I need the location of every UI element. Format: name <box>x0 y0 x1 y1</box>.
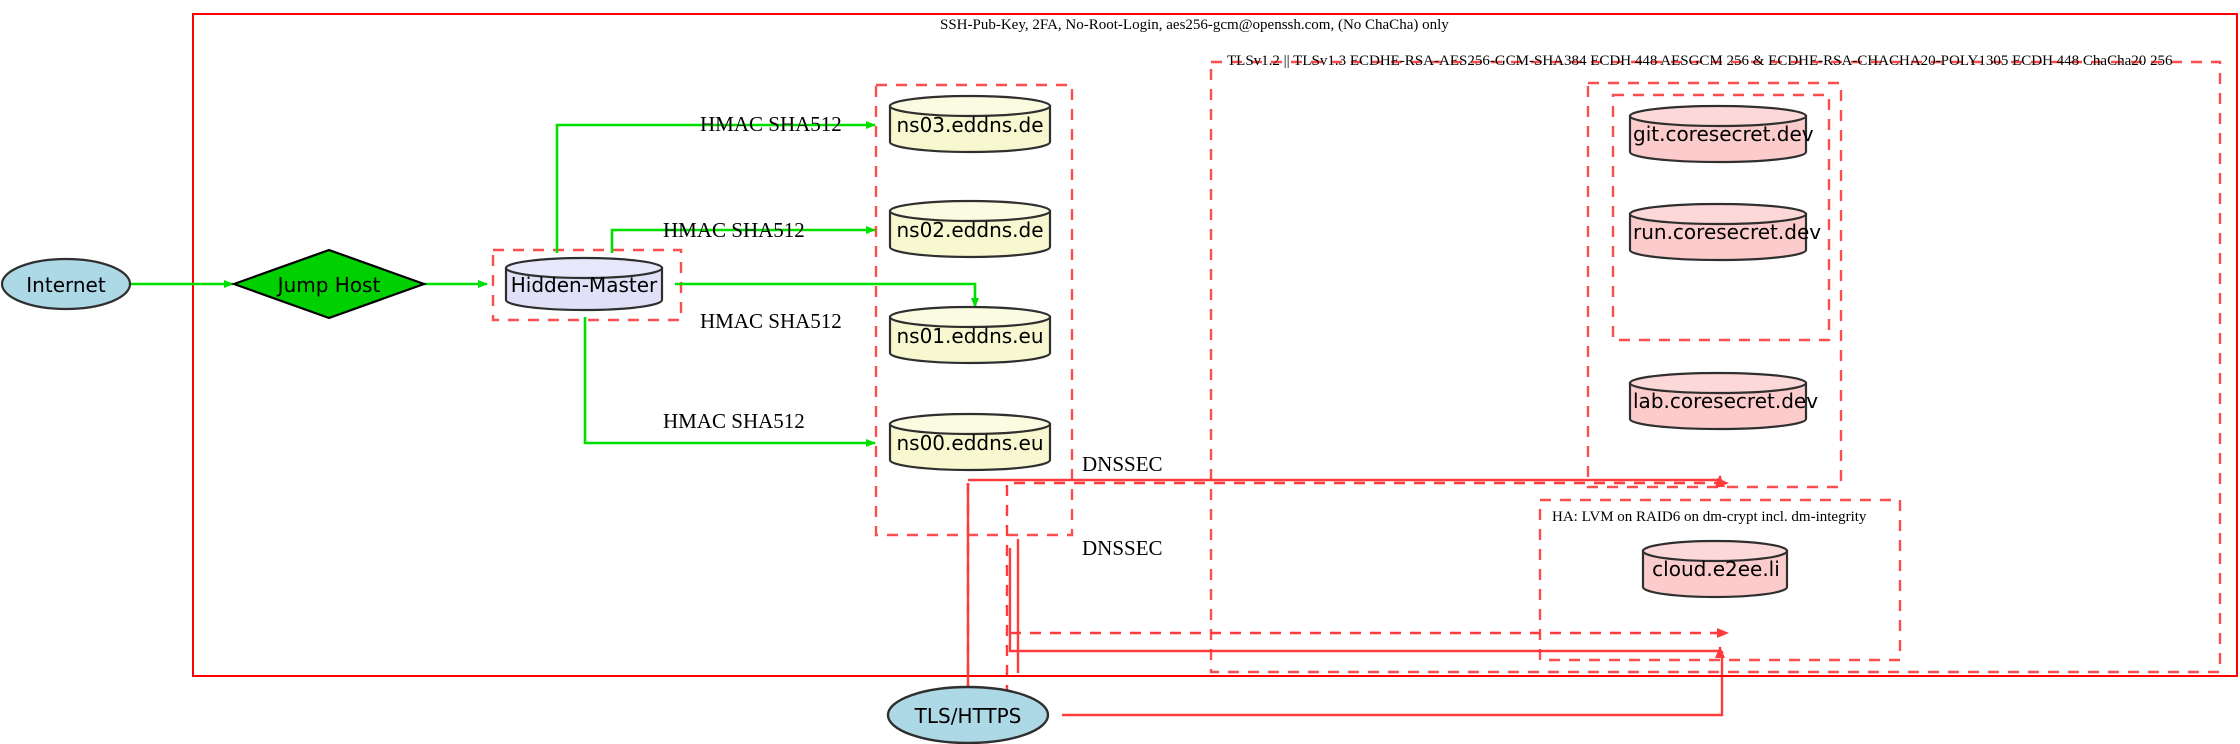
node-ns03-shape[interactable] <box>888 94 1052 154</box>
ha-cluster-box <box>1538 498 1902 662</box>
edge-label-dnssec-top: DNSSEC <box>1082 452 1163 476</box>
edge-hiddenmaster-to-ns03 <box>555 121 876 253</box>
node-label-cloud-e2ee: cloud.e2ee.li <box>1652 557 1780 581</box>
node-label-ns00: ns00.eddns.eu <box>896 431 1044 455</box>
node-label-hiddenmaster: Hidden-Master <box>510 273 658 297</box>
ha-policy-label: HA: LVM on RAID6 on dm-crypt incl. dm-in… <box>1552 509 1867 525</box>
node-label-ns01: ns01.eddns.eu <box>896 324 1044 348</box>
node-label-ns03: ns03.eddns.de <box>896 113 1044 137</box>
node-ns01-shape[interactable] <box>888 305 1052 365</box>
edge-tlshttps-right <box>1062 651 1724 717</box>
edge-label-hmac-ns00: HMAC SHA512 <box>663 409 805 433</box>
node-label-internet: Internet <box>26 273 106 297</box>
edge-label-hmac-ns03: HMAC SHA512 <box>700 112 842 136</box>
node-label-git-coresecret: git.coresecret.dev <box>1633 122 1814 146</box>
node-jumphost-shape[interactable] <box>230 248 428 320</box>
node-ns02-shape[interactable] <box>888 199 1052 259</box>
ssh-zone-boundary <box>192 13 2238 677</box>
node-label-run-coresecret: run.coresecret.dev <box>1633 220 1822 244</box>
coresecret-cluster-outer-box <box>1586 81 1843 489</box>
node-label-tlshttps: TLS/HTTPS <box>914 704 1022 728</box>
node-internet-shape[interactable] <box>0 257 132 311</box>
tls-zone-cluster-box <box>1209 60 2222 674</box>
dns-cluster-box <box>874 83 1074 537</box>
node-cloud-e2ee-shape[interactable] <box>1641 539 1789 599</box>
edge-dnssec-top-solid <box>968 475 1725 487</box>
node-tlshttps-shape[interactable] <box>886 685 1050 744</box>
ssh-policy-label: SSH-Pub-Key, 2FA, No-Root-Login, aes256-… <box>940 17 1449 33</box>
edge-label-hmac-ns02: HMAC SHA512 <box>663 218 805 242</box>
tls-policy-label: TLSv1.2 || TLSv1.3 ECDHE-RSA-AES256-GCM-… <box>1227 53 2173 69</box>
node-git-coresecret-shape[interactable] <box>1628 104 1808 164</box>
edge-label-hmac-ns01: HMAC SHA512 <box>700 309 842 333</box>
node-label-lab-coresecret: lab.coresecret.dev <box>1633 389 1819 413</box>
edge-hiddenmaster-to-ns02 <box>610 226 876 253</box>
edge-hiddenmaster-to-ns01 <box>675 282 979 308</box>
coresecret-cluster-inner-box <box>1611 93 1831 342</box>
edge-dnssec-bottom-solid <box>1008 548 1725 658</box>
node-label-ns02: ns02.eddns.de <box>896 218 1044 242</box>
node-hiddenmaster-shape[interactable] <box>504 256 664 312</box>
node-ns00-shape[interactable] <box>888 412 1052 472</box>
edge-hiddenmaster-to-ns00 <box>583 317 876 447</box>
node-lab-coresecret-shape[interactable] <box>1628 371 1808 431</box>
edge-label-dnssec-bottom: DNSSEC <box>1082 536 1163 560</box>
node-run-coresecret-shape[interactable] <box>1628 202 1808 262</box>
node-label-jumphost: Jump Host <box>277 273 381 297</box>
